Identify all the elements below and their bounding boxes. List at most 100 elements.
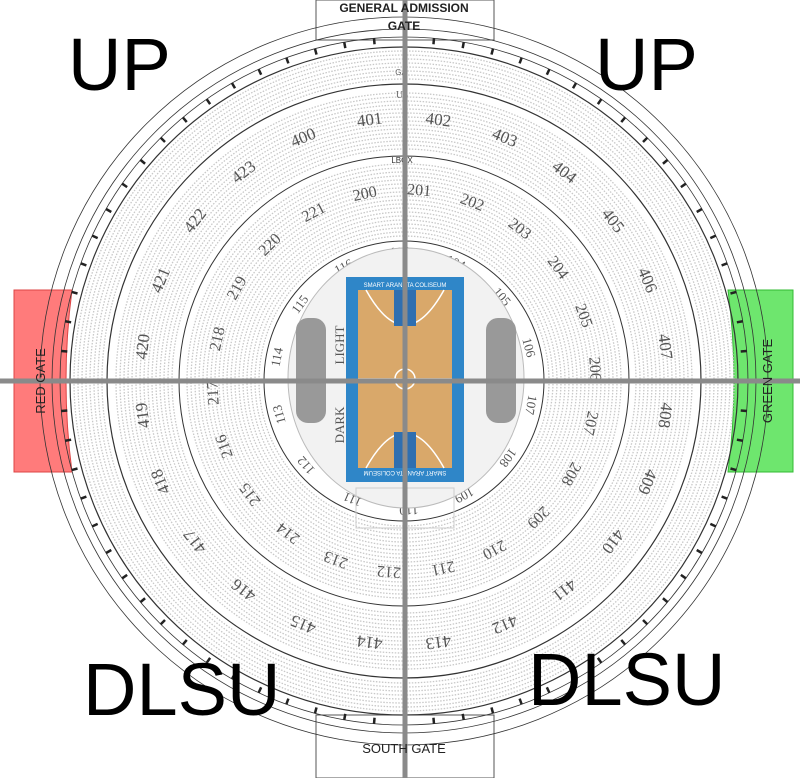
section-label[interactable]: 408 xyxy=(654,402,676,430)
section-label[interactable]: 217 xyxy=(204,381,222,406)
column-marker xyxy=(620,116,627,123)
quadrant-label-top-left: UP xyxy=(68,23,171,106)
column-marker xyxy=(205,657,212,664)
column-marker xyxy=(105,548,112,555)
label-lbox: LBOX xyxy=(391,156,413,165)
section-label[interactable]: 213 xyxy=(322,547,350,571)
section-label[interactable]: 401 xyxy=(356,109,384,131)
label-u3: U3 xyxy=(396,90,408,101)
section-label[interactable]: 200 xyxy=(351,183,378,205)
column-marker xyxy=(709,522,717,528)
section-label[interactable]: 201 xyxy=(406,181,431,200)
column-marker xyxy=(696,548,703,555)
column-marker xyxy=(545,686,551,694)
column-marker xyxy=(730,467,737,472)
section-label[interactable]: 414 xyxy=(355,631,383,653)
column-marker xyxy=(181,116,188,123)
column-marker xyxy=(372,38,376,45)
section-label[interactable]: 413 xyxy=(425,631,453,653)
column-marker xyxy=(343,713,347,720)
column-marker xyxy=(65,438,72,442)
column-marker xyxy=(571,673,578,680)
column-marker xyxy=(181,639,188,646)
column-marker xyxy=(730,290,737,295)
column-marker xyxy=(285,57,290,64)
column-marker xyxy=(490,707,495,714)
column-marker xyxy=(596,98,603,105)
column-marker xyxy=(80,262,87,267)
section-label[interactable]: 415 xyxy=(288,611,319,638)
column-marker xyxy=(740,349,747,353)
column-marker xyxy=(518,698,523,705)
column-marker xyxy=(461,42,465,49)
column-marker xyxy=(736,320,743,324)
column-marker xyxy=(71,467,78,472)
section-label[interactable]: 205 xyxy=(571,302,595,330)
column-marker xyxy=(736,438,743,442)
section-label[interactable]: 114 xyxy=(268,346,286,368)
column-marker xyxy=(461,713,465,720)
section-label[interactable]: 206 xyxy=(585,356,603,381)
section-label[interactable]: 207 xyxy=(579,409,601,436)
column-marker xyxy=(257,686,263,694)
column-marker xyxy=(662,158,669,165)
column-marker xyxy=(642,619,649,626)
section-label[interactable]: 402 xyxy=(425,109,453,131)
column-marker xyxy=(709,234,717,240)
section-label[interactable]: 210 xyxy=(480,536,509,562)
section-label[interactable]: 422 xyxy=(180,205,211,237)
column-marker xyxy=(139,158,146,165)
section-label[interactable]: 218 xyxy=(207,325,229,352)
section-label[interactable]: 211 xyxy=(430,557,456,578)
floor-seats-east xyxy=(486,318,516,423)
column-marker xyxy=(432,717,436,724)
section-label[interactable]: 106 xyxy=(519,336,539,359)
section-label[interactable]: 208 xyxy=(557,459,584,488)
column-marker xyxy=(257,68,263,76)
section-label[interactable]: 403 xyxy=(489,124,520,151)
court-area: SMART ARANETA COLISEUM SMART ARANETA COL… xyxy=(287,68,525,529)
label-ga: GA xyxy=(395,68,407,77)
column-marker xyxy=(313,707,318,714)
column-marker xyxy=(721,495,728,500)
section-label[interactable]: 407 xyxy=(654,333,676,361)
north-gate-label-line2: GATE xyxy=(388,19,420,33)
column-marker xyxy=(596,657,603,664)
section-label[interactable]: 405 xyxy=(598,205,629,237)
column-marker xyxy=(230,82,237,89)
column-marker xyxy=(159,619,166,626)
column-marker xyxy=(105,207,112,214)
column-marker xyxy=(65,320,72,324)
section-label[interactable]: 419 xyxy=(132,402,154,430)
column-marker xyxy=(139,597,146,604)
section-label[interactable]: 221 xyxy=(299,200,328,226)
floor-seats-west xyxy=(296,318,326,423)
column-marker xyxy=(620,639,627,646)
section-label[interactable]: 107 xyxy=(522,394,540,416)
column-marker xyxy=(680,182,687,189)
south-gate-label: SOUTH GATE xyxy=(362,741,446,756)
column-marker xyxy=(696,207,703,214)
section-label[interactable]: 113 xyxy=(269,403,288,425)
section-label[interactable]: 420 xyxy=(132,333,154,361)
section-label[interactable]: 219 xyxy=(224,274,251,303)
section-label[interactable]: 404 xyxy=(549,157,581,188)
quadrant-label-top-right: UP xyxy=(595,23,698,106)
section-label[interactable]: 406 xyxy=(634,265,661,296)
column-marker xyxy=(642,136,649,143)
column-marker xyxy=(230,673,237,680)
section-label[interactable]: 418 xyxy=(147,466,174,497)
column-marker xyxy=(372,717,376,724)
section-label[interactable]: 202 xyxy=(458,191,486,215)
column-marker xyxy=(313,48,318,55)
column-marker xyxy=(159,136,166,143)
section-label[interactable]: 212 xyxy=(376,562,401,581)
column-marker xyxy=(80,495,87,500)
column-marker xyxy=(343,42,347,49)
green-gate-label: GREEN GATE xyxy=(760,339,775,424)
column-marker xyxy=(518,57,523,64)
column-marker xyxy=(121,573,128,580)
section-label[interactable]: 216 xyxy=(213,432,237,460)
column-marker xyxy=(61,409,68,413)
